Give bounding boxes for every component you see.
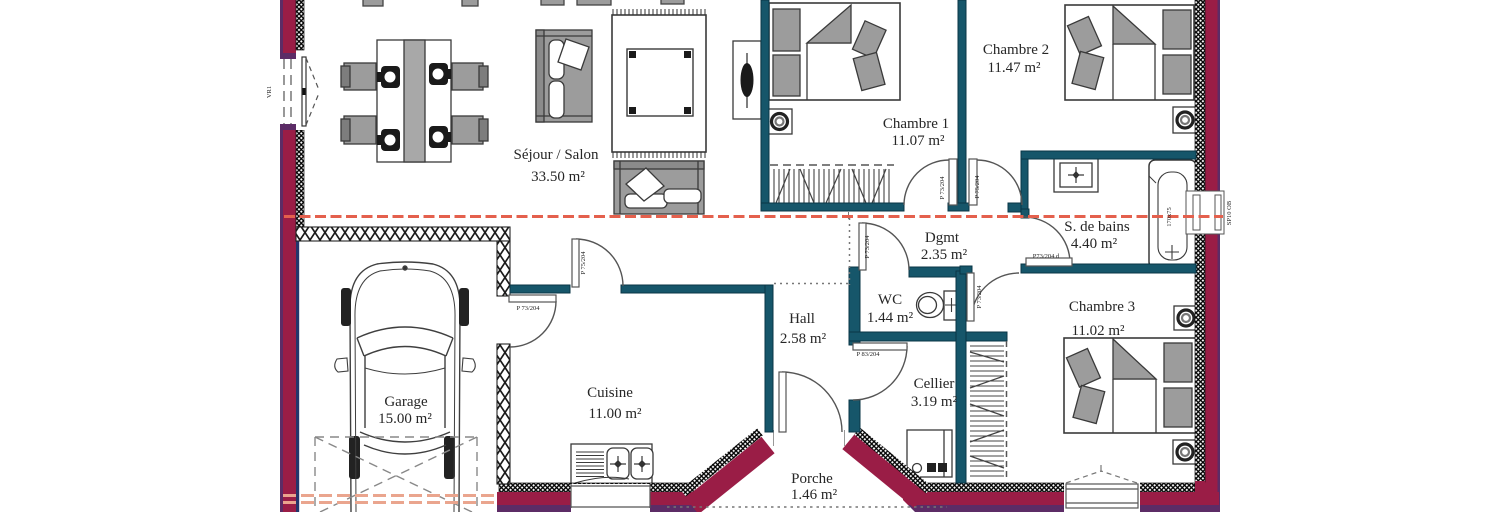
- svg-text:170x75: 170x75: [1166, 207, 1173, 227]
- svg-text:Chambre 3: Chambre 3: [1069, 299, 1135, 315]
- svg-text:11.07 m²: 11.07 m²: [891, 133, 945, 149]
- svg-text:1.44 m²: 1.44 m²: [867, 310, 914, 326]
- svg-text:11.00 m²: 11.00 m²: [588, 406, 642, 422]
- svg-text:Cuisine: Cuisine: [587, 385, 633, 401]
- svg-text:2.35 m²: 2.35 m²: [921, 247, 968, 263]
- svg-text:S. de bains: S. de bains: [1064, 219, 1130, 235]
- svg-text:WC: WC: [878, 292, 902, 308]
- svg-text:P 73/204: P 73/204: [516, 305, 540, 312]
- svg-text:Porche: Porche: [791, 471, 833, 487]
- svg-text:VR1: VR1: [266, 86, 273, 98]
- svg-text:Dgmt: Dgmt: [925, 230, 960, 246]
- svg-text:4.40 m²: 4.40 m²: [1071, 236, 1118, 252]
- svg-text:3.19 m²: 3.19 m²: [911, 394, 958, 410]
- svg-text:SP10 OB: SP10 OB: [1226, 200, 1233, 225]
- svg-text:Cellier: Cellier: [914, 376, 955, 392]
- svg-text:P 75/204: P 75/204: [974, 175, 981, 199]
- svg-text:Hall: Hall: [789, 311, 815, 327]
- svg-text:33.50 m²: 33.50 m²: [531, 169, 585, 185]
- svg-text:11.47 m²: 11.47 m²: [987, 60, 1041, 76]
- svg-text:P 73/204: P 73/204: [976, 285, 983, 309]
- svg-text:Garage: Garage: [384, 394, 428, 410]
- svg-text:P73/204 d: P73/204 d: [1033, 253, 1060, 260]
- svg-text:P 73/204: P 73/204: [864, 235, 871, 259]
- svg-text:15.00 m²: 15.00 m²: [378, 411, 432, 427]
- svg-text:11.02 m²: 11.02 m²: [1071, 323, 1125, 339]
- svg-text:P 83/204: P 83/204: [856, 351, 880, 358]
- svg-text:Chambre 1: Chambre 1: [883, 116, 949, 132]
- svg-text:1.46 m²: 1.46 m²: [791, 487, 838, 503]
- svg-text:P 75/204: P 75/204: [580, 251, 587, 275]
- svg-text:Chambre 2: Chambre 2: [983, 42, 1049, 58]
- svg-text:P 73/204: P 73/204: [939, 176, 946, 200]
- svg-text:2.58 m²: 2.58 m²: [780, 331, 827, 347]
- svg-text:Séjour / Salon: Séjour / Salon: [514, 147, 599, 163]
